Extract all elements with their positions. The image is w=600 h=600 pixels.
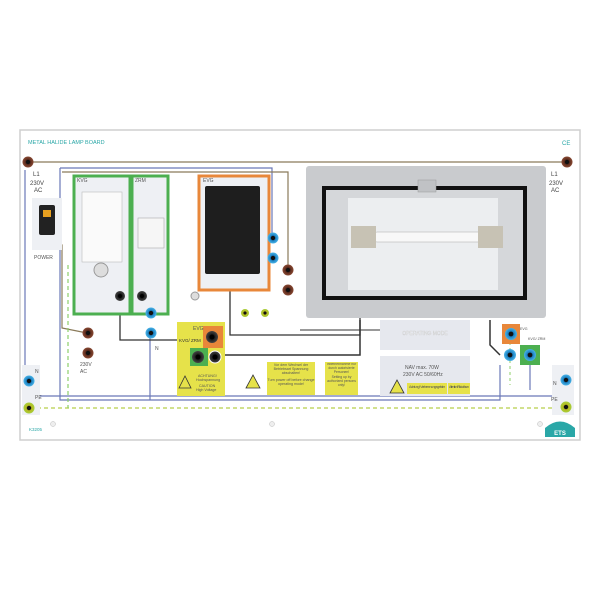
pe-jack-left[interactable] bbox=[23, 402, 35, 414]
evg-l-jack-2[interactable] bbox=[282, 284, 294, 296]
pe-jack-right[interactable] bbox=[560, 401, 572, 413]
switch-off-notice bbox=[267, 362, 315, 395]
zrm-jack[interactable] bbox=[137, 291, 147, 301]
l1-label-right: L1 bbox=[551, 172, 558, 178]
warning-icon bbox=[245, 374, 261, 389]
lamp-rating-2: 230V AC 50/60Hz bbox=[403, 372, 443, 378]
voltage-label-right: 230V bbox=[549, 181, 563, 187]
n-jack-right[interactable] bbox=[560, 374, 572, 386]
kvg-selector-right-label: KVG/ ZRM bbox=[528, 337, 545, 341]
evg-n-jack-1[interactable] bbox=[267, 232, 279, 244]
ac-label-left: AC bbox=[34, 188, 43, 194]
caution-de-1: ACHTUNG! bbox=[198, 374, 217, 378]
power-switch[interactable] bbox=[39, 205, 55, 235]
board-code: K3205 bbox=[29, 427, 43, 432]
burn-text-de: Achtung! Verbrennungsgefahr bbox=[409, 385, 446, 389]
ac-out-voltage: 230V bbox=[80, 362, 92, 368]
setup-notice-de: Inbetriebnahme nur durch autorisierte Pe… bbox=[326, 363, 357, 374]
n-jack-left[interactable] bbox=[23, 375, 35, 387]
kvg-jack[interactable] bbox=[115, 291, 125, 301]
n-out-jack-2[interactable] bbox=[145, 327, 157, 339]
l1-label-left: L1 bbox=[33, 172, 40, 178]
switch-notice-en: Turn power off before change operating m… bbox=[267, 378, 315, 386]
board-title: METAL HALIDE LAMP BOARD bbox=[28, 140, 105, 146]
kvg-selector-right-jack[interactable] bbox=[524, 349, 536, 361]
switch-off-notice-text: Vor dem Wechsel der Betriebsart Spannung… bbox=[267, 363, 315, 386]
evg-selector-right-jack[interactable] bbox=[505, 328, 517, 340]
kvg-label: KVG bbox=[77, 178, 88, 184]
lamp-socket-left bbox=[351, 226, 376, 248]
caution-de-2: Hochspannung bbox=[196, 378, 220, 382]
n-label-left: N bbox=[35, 369, 39, 375]
kvg-selector-label: KVG/ ZRM bbox=[179, 338, 201, 343]
zrm-igniter bbox=[137, 217, 165, 249]
l1-jack-right[interactable] bbox=[561, 156, 573, 168]
burn-text-en: Attention! Risk of burn bbox=[449, 385, 469, 389]
switch-notice-de: Vor dem Wechsel der Betriebsart Spannung… bbox=[273, 363, 309, 375]
lamp-bulb bbox=[372, 231, 484, 243]
evg-ballast bbox=[205, 186, 260, 274]
l1-jack-left[interactable] bbox=[22, 156, 34, 168]
evg-l-jack-1[interactable] bbox=[282, 264, 294, 276]
burn-notice-de bbox=[407, 383, 447, 394]
ac-out-jack-2[interactable] bbox=[82, 347, 94, 359]
ac-out-ac: AC bbox=[80, 369, 87, 375]
warning-icon bbox=[389, 379, 405, 394]
burn-notice-en bbox=[448, 383, 470, 394]
lamp-clip bbox=[417, 179, 437, 193]
n-label-right: N bbox=[553, 381, 557, 387]
authorized-notice-text: Inbetriebnahme nur durch autorisierte Pe… bbox=[326, 363, 357, 387]
operating-mode-label: OPERATING MODE bbox=[402, 331, 448, 337]
zrm-label: ZRM bbox=[135, 178, 146, 184]
common-selector-jack[interactable] bbox=[208, 350, 222, 364]
evg-out-jack-1[interactable] bbox=[241, 309, 249, 317]
common-selector-right-jack[interactable] bbox=[504, 349, 516, 361]
ac-label-right: AC bbox=[551, 188, 560, 194]
kvg-selector-jack[interactable] bbox=[192, 351, 204, 363]
caution-en-2: High Voltage bbox=[196, 388, 216, 392]
ce-mark: CE bbox=[562, 141, 570, 147]
evg-out-jack-2[interactable] bbox=[261, 309, 269, 317]
high-voltage-icon bbox=[178, 375, 192, 389]
caution-en-1: CAUTION bbox=[199, 384, 216, 388]
n-out-jack-1[interactable] bbox=[145, 307, 157, 319]
kvg-ballast bbox=[81, 191, 123, 263]
kvg-screw bbox=[93, 262, 109, 278]
pe-label-right: PE bbox=[551, 397, 558, 403]
lamp-rating-1: NAV max. 70W bbox=[405, 365, 439, 371]
power-label: POWER bbox=[34, 255, 53, 261]
screw bbox=[537, 421, 543, 427]
setup-notice-en: Setting up by authorized persons only! bbox=[327, 375, 356, 387]
screw bbox=[269, 421, 275, 427]
pe-label-left: PE bbox=[35, 395, 42, 401]
evg-selector-jack[interactable] bbox=[206, 331, 218, 343]
ets-logo-text: ETS bbox=[554, 431, 566, 437]
lamp-socket-right bbox=[478, 226, 503, 248]
evg-selector-right-label: EVG bbox=[520, 327, 528, 331]
voltage-label-left: 230V bbox=[30, 181, 44, 187]
n-out-label: N bbox=[155, 346, 159, 352]
evg-selector-label: EVG bbox=[193, 326, 204, 332]
ac-out-jack-1[interactable] bbox=[82, 327, 94, 339]
evg-label: EVG bbox=[203, 178, 214, 184]
screw bbox=[190, 291, 200, 301]
evg-n-jack-2[interactable] bbox=[267, 252, 279, 264]
power-indicator-icon bbox=[43, 210, 51, 217]
ets-logo bbox=[545, 421, 575, 437]
operating-mode-panel bbox=[380, 320, 470, 350]
authorized-notice bbox=[325, 362, 358, 395]
screw bbox=[50, 421, 56, 427]
